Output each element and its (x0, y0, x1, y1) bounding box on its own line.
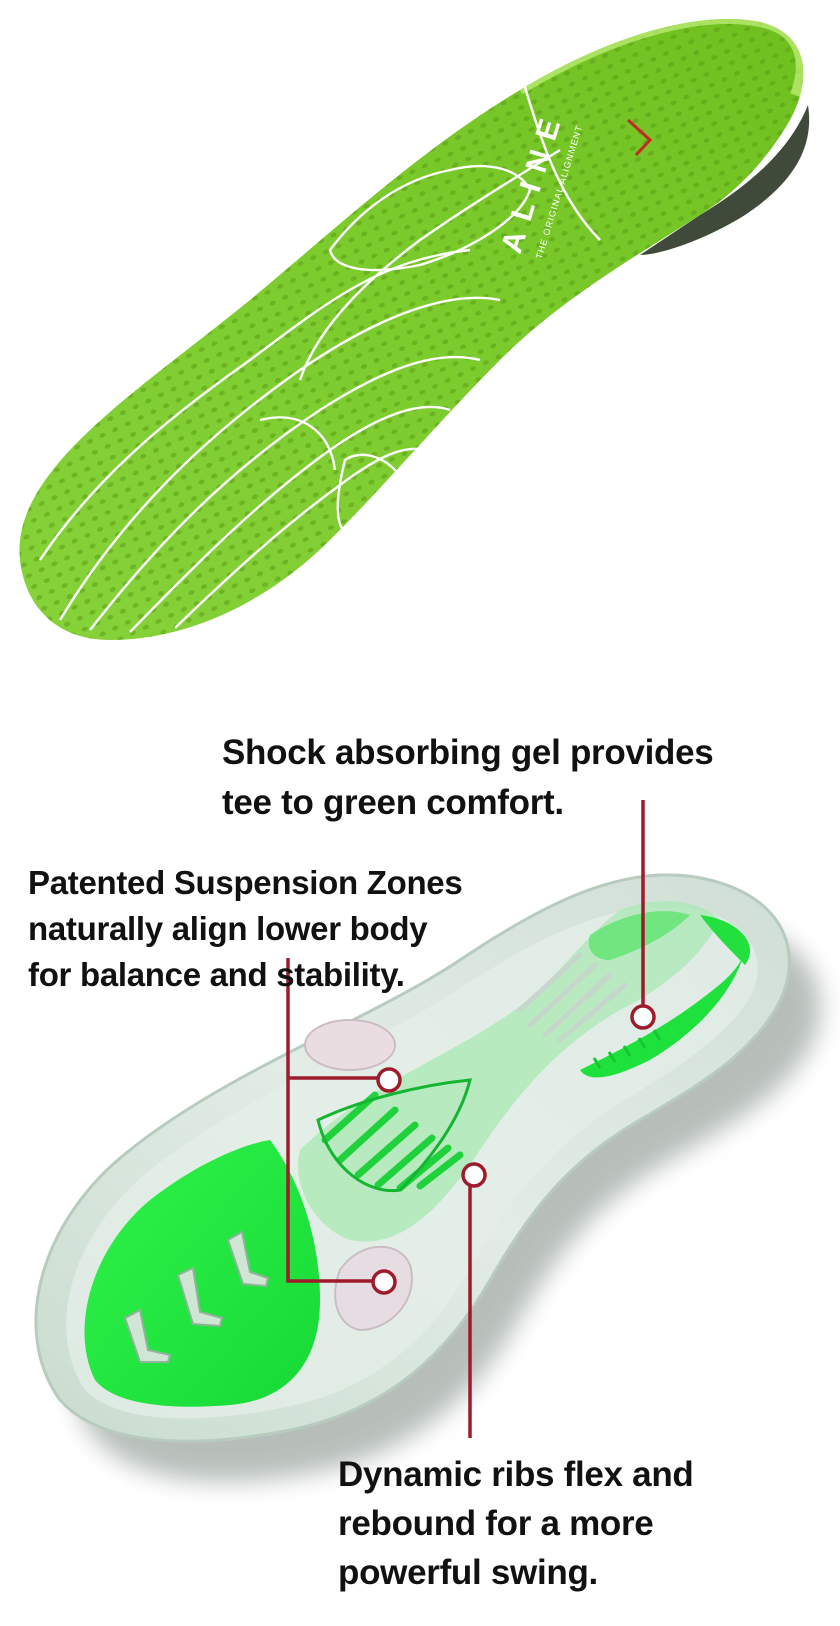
callout-zones-line3: for balance and stability. (28, 956, 405, 993)
callout-shock-line2: tee to green comfort. (222, 783, 564, 822)
brand-accent-mark (626, 118, 653, 157)
insole-contour-lines (39, 69, 601, 633)
callout-shock-line1: Shock absorbing gel provides (222, 733, 714, 772)
insole-top-underside (640, 105, 810, 255)
marker-zones-lower (371, 1269, 397, 1295)
marker-shock (630, 1004, 656, 1030)
callout-shock-gel: Shock absorbing gel provides tee to gree… (222, 728, 714, 828)
callout-ribs-line2: rebound for a more (338, 1504, 654, 1543)
marker-ribs (461, 1162, 487, 1188)
insole-top-view: ALINE THE ORIGINAL ALIGNMENT (19, 19, 810, 640)
callout-ribs-line3: powerful swing. (338, 1553, 598, 1592)
leader-zones-lower (286, 958, 380, 1283)
callout-suspension-zones: Patented Suspension Zones naturally alig… (28, 860, 463, 998)
callout-zones-line2: naturally align lower body (28, 910, 428, 947)
callout-ribs-line1: Dynamic ribs flex and (338, 1455, 694, 1494)
marker-zones-upper (376, 1067, 402, 1093)
callout-zones-line1: Patented Suspension Zones (28, 864, 463, 901)
callout-dynamic-ribs: Dynamic ribs flex and rebound for a more… (338, 1450, 694, 1597)
